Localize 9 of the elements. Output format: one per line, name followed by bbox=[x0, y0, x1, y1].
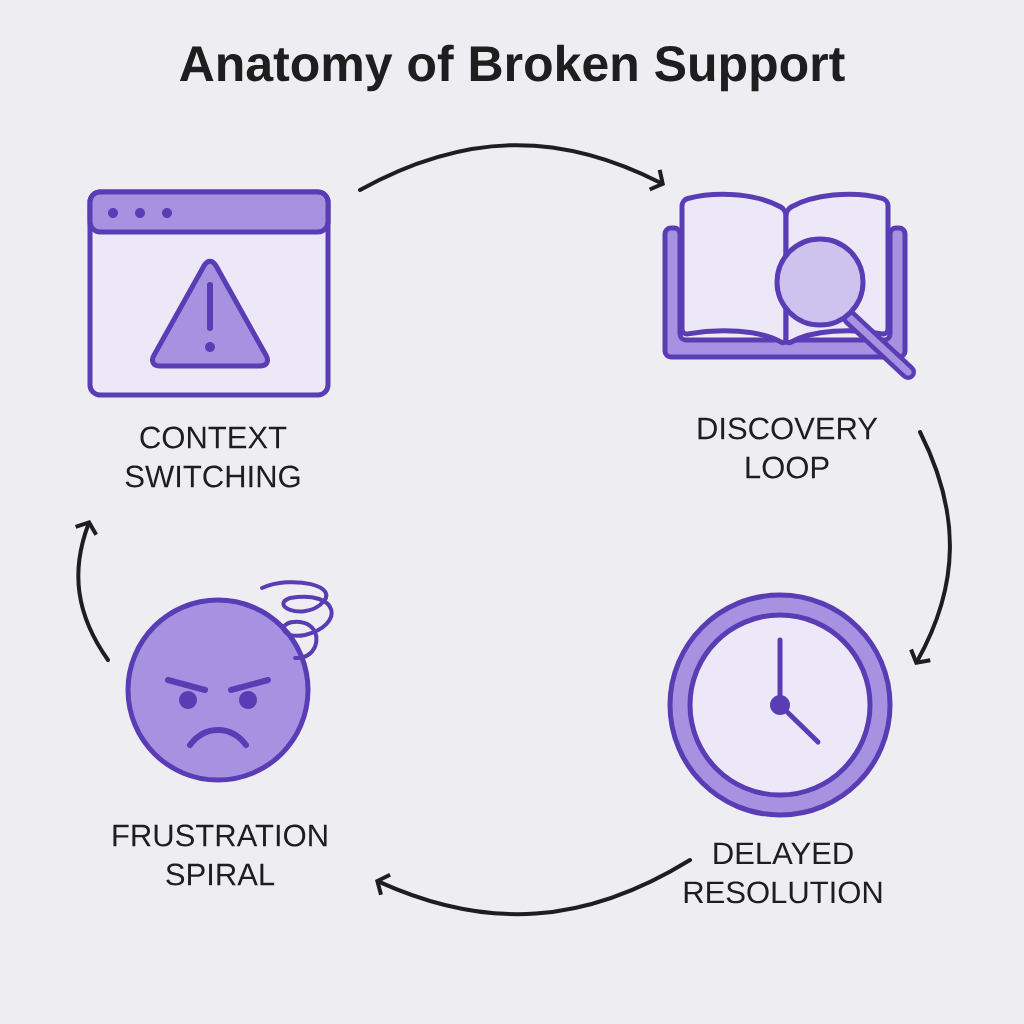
arrow bbox=[358, 143, 665, 192]
arrow bbox=[74, 520, 110, 662]
step-label: CONTEXT SWITCHING bbox=[125, 426, 300, 488]
step-label: DELAYED RESOLUTION bbox=[684, 842, 882, 904]
arrow bbox=[375, 858, 692, 917]
step-label: FRUSTRATION SPIRAL bbox=[113, 824, 327, 886]
arrow bbox=[909, 430, 952, 665]
step-label: DISCOVERY LOOP bbox=[698, 417, 878, 479]
title: Anatomy of Broken Support bbox=[179, 44, 845, 92]
